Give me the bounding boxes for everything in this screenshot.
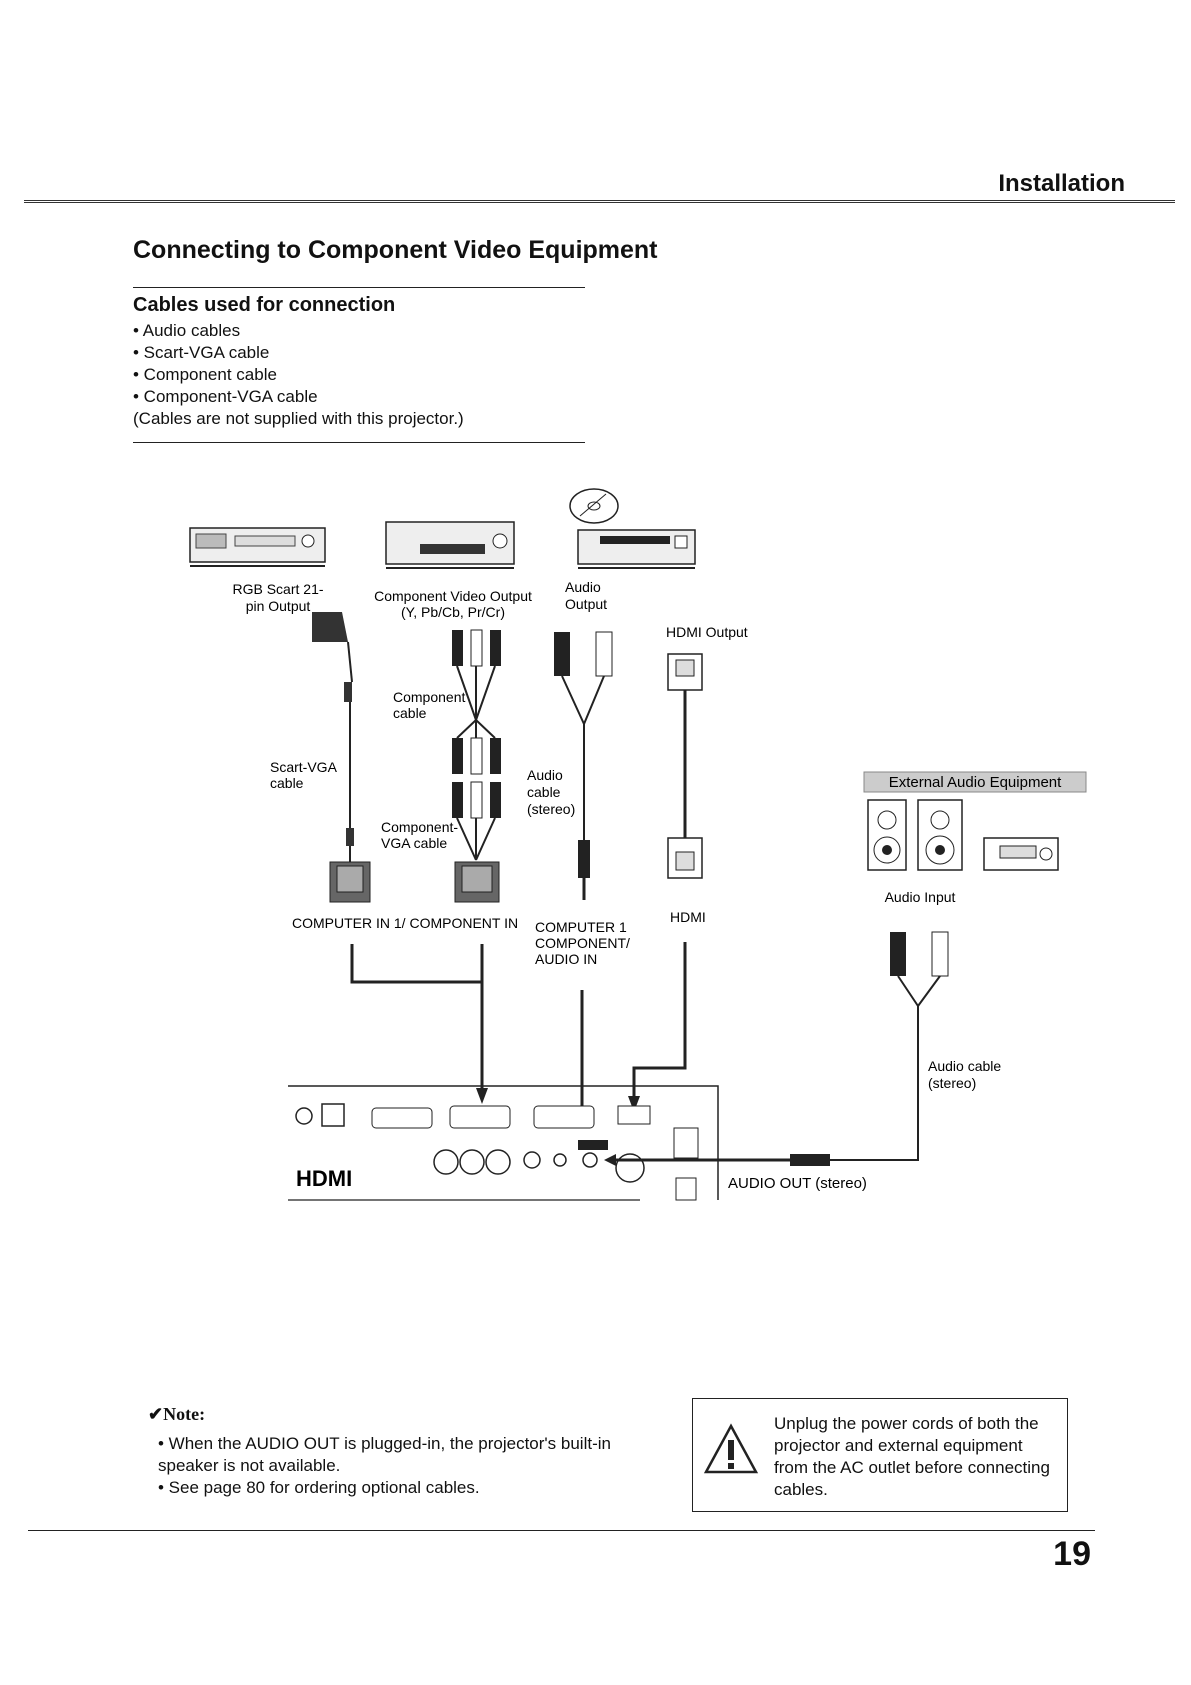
component-cable-label-2: cable: [393, 705, 427, 721]
cables-list: • Audio cables • Scart-VGA cable • Compo…: [133, 320, 585, 408]
cable-item: • Scart-VGA cable: [133, 343, 270, 362]
computer1-label: COMPUTER 1: [535, 919, 627, 935]
vcr-device: [189, 527, 326, 567]
note-list: • When the AUDIO OUT is plugged-in, the …: [148, 1433, 668, 1499]
audio-cable: [554, 631, 613, 900]
external-audio-label: External Audio Equipment: [889, 774, 1062, 791]
audio-out-label: AUDIO OUT (stereo): [728, 1175, 867, 1192]
rgb-scart-label: RGB Scart 21-: [232, 581, 323, 597]
disc-icon: [569, 488, 619, 524]
cables-box: Cables used for connection • Audio cable…: [133, 287, 585, 443]
warning-icon: [703, 1423, 759, 1474]
amplifier-icon: [983, 837, 1059, 871]
component-output-label-2: (Y, Pb/Cb, Pr/Cr): [401, 604, 505, 620]
hdmi-cable: [667, 653, 703, 879]
cables-heading: Cables used for connection: [133, 294, 396, 316]
audio-cable-right-label-2: (stereo): [928, 1075, 976, 1091]
note-heading: ✔Note:: [148, 1404, 206, 1424]
hdmi-output-label: HDMI Output: [666, 624, 748, 640]
page-number: 19: [1053, 1535, 1091, 1573]
rgb-scart-label-2: pin Output: [246, 598, 311, 614]
audio-output-label: Audio: [565, 579, 601, 595]
bottom-rule: [28, 1530, 1095, 1531]
cable-item: • Audio cables: [133, 321, 241, 340]
speaker-icon: [917, 799, 963, 871]
note-item: • When the AUDIO OUT is plugged-in, the …: [158, 1434, 611, 1475]
warning-box: Unplug the power cords of both the proje…: [692, 1398, 1068, 1512]
top-rule: [24, 200, 1175, 203]
computer-in-label: COMPUTER IN 1/ COMPONENT IN: [292, 915, 518, 931]
audio-input-cable: [890, 931, 949, 1007]
dvd-device: [577, 529, 696, 569]
scart-vga-cable: [312, 612, 371, 903]
computer1-label-2: COMPONENT/: [535, 935, 630, 951]
cables-footnote: (Cables are not supplied with this proje…: [133, 409, 464, 428]
component-player-device: [385, 521, 515, 569]
check-icon: ✔: [148, 1404, 164, 1424]
audio-cable-label-3: (stereo): [527, 801, 575, 817]
note-item: • See page 80 for ordering optional cabl…: [158, 1478, 480, 1497]
component-output-label: Component Video Output: [374, 588, 532, 604]
connection-lines: [350, 942, 687, 1112]
scart-vga-label: Scart-VGA: [270, 759, 338, 775]
audio-cable-label-2: cable: [527, 784, 561, 800]
hdmi-port-label: HDMI: [670, 909, 706, 925]
component-cable-label: Component: [393, 689, 465, 705]
scart-vga-label-2: cable: [270, 775, 304, 791]
computer1-label-3: AUDIO IN: [535, 951, 597, 967]
audio-cable-label: Audio: [527, 767, 563, 783]
audio-output-label-2: Output: [565, 596, 607, 612]
projector-panel: [288, 1085, 719, 1201]
audio-input-label: Audio Input: [885, 889, 956, 905]
warning-text: Unplug the power cords of both the proje…: [774, 1414, 1050, 1499]
external-audio-banner: [863, 771, 1087, 793]
cable-item: • Component-VGA cable: [133, 387, 318, 406]
note-section: ✔Note: • When the AUDIO OUT is plugged-i…: [148, 1404, 668, 1499]
hdmi-logo: HDMI: [296, 1166, 352, 1191]
component-vga-label-2: VGA cable: [381, 835, 447, 851]
component-cable: [452, 629, 501, 903]
audio-cable-right-label: Audio cable: [928, 1058, 1001, 1074]
speaker-icon: [867, 799, 907, 871]
section-title: Installation: [998, 170, 1125, 197]
page-title: Connecting to Component Video Equipment: [133, 236, 658, 264]
cable-item: • Component cable: [133, 365, 277, 384]
component-vga-label: Component-: [381, 819, 458, 835]
